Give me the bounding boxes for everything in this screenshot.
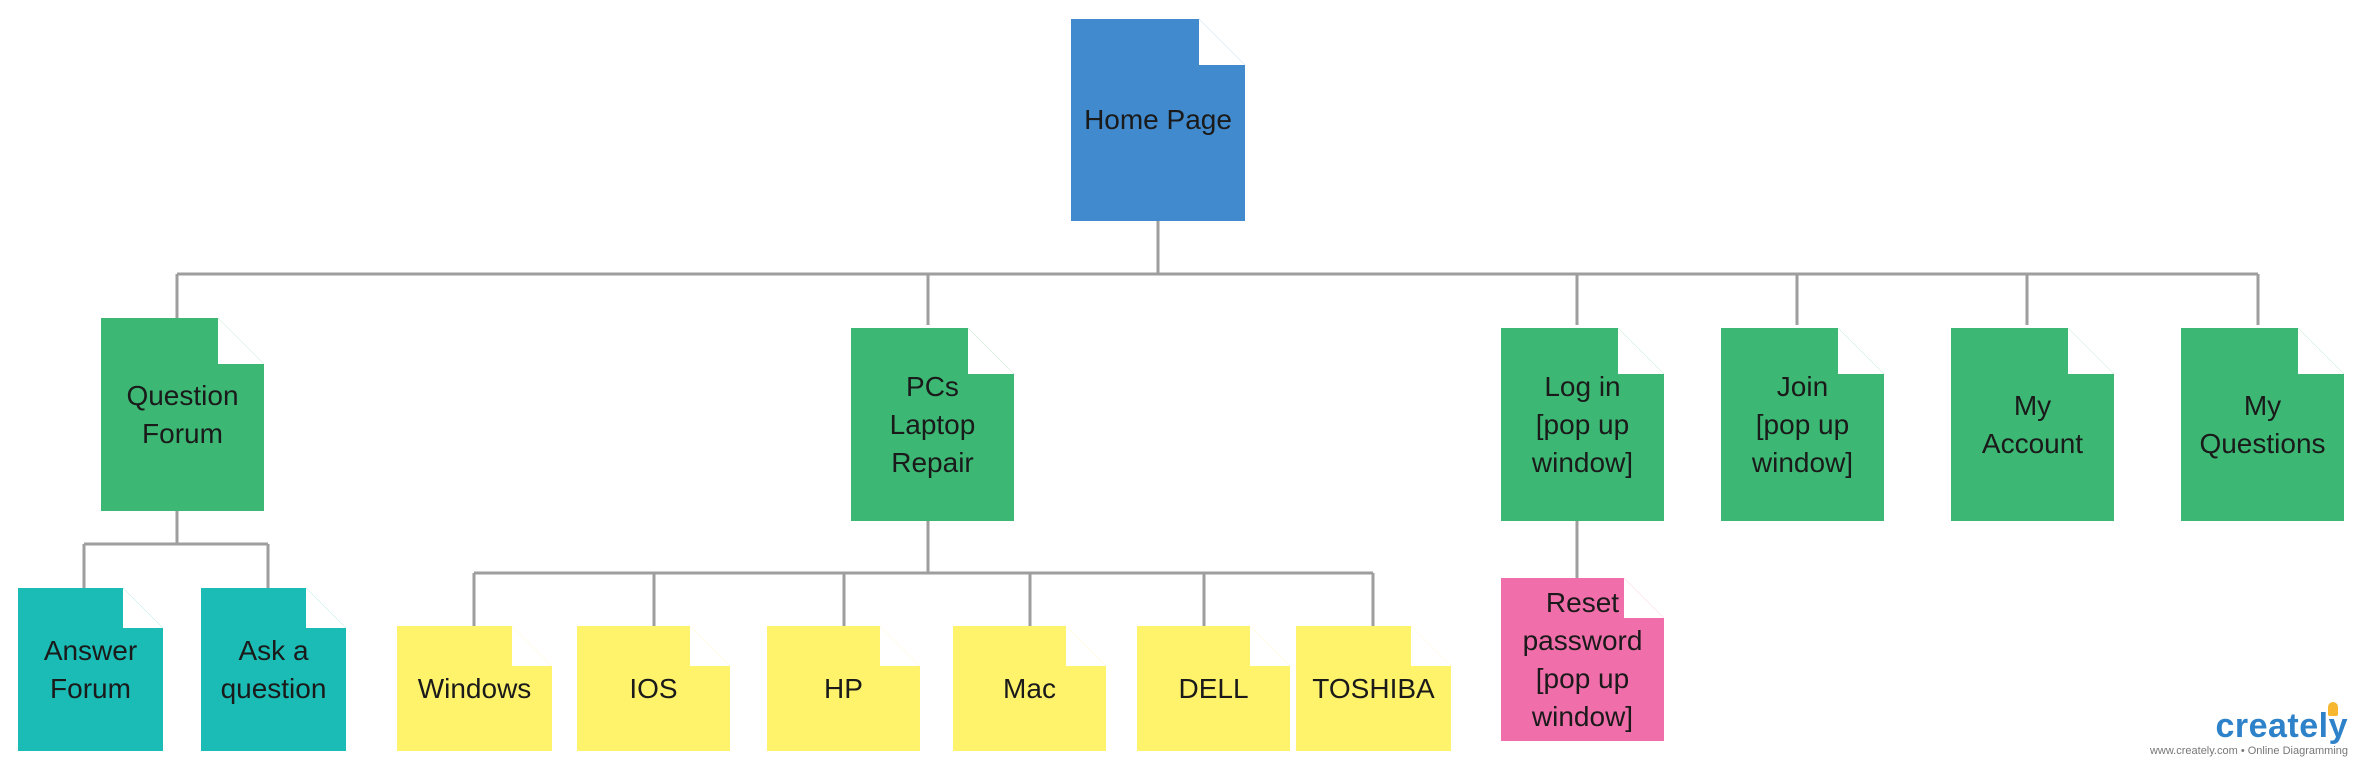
node-windows: Windows [397,626,552,751]
node-toshiba: TOSHIBA [1296,626,1451,751]
node-label: Ask a question [220,634,327,704]
brand-caption: www.creately.com • Online Diagramming [2149,745,2348,757]
node-label: Answer Forum [43,634,138,704]
node-label: HP [824,672,863,704]
node-label: PCs Laptop Repair [889,370,976,478]
node-label: Mac [1003,672,1056,704]
node-dell: DELL [1137,626,1290,751]
node-label: My Questions [2199,389,2326,459]
node-answer-forum: Answer Forum [18,588,163,751]
node-my-account: My Account [1951,328,2114,521]
node-label: Question Forum [126,379,239,449]
node-label: Log in [pop up window] [1531,370,1634,478]
node-log-in: Log in [pop up window] [1501,328,1664,521]
node-home-page: Home Page [1071,19,1245,221]
brand-name: creately [2215,707,2348,745]
node-label: Reset password [pop up window] [1522,586,1643,732]
lightbulb-icon [2328,702,2338,716]
node-label: TOSHIBA [1312,672,1435,704]
node-label: IOS [629,672,678,704]
node-label: DELL [1178,672,1249,704]
node-question-forum: Question Forum [101,318,264,511]
node-reset-password: Reset password [pop up window] [1501,578,1664,741]
node-hp: HP [767,626,920,751]
node-label: Join [pop up window] [1751,370,1854,478]
node-label: Windows [417,672,532,704]
node-ask-question: Ask a question [201,588,346,751]
node-my-questions: My Questions [2181,328,2344,521]
node-label: My Account [1981,389,2084,459]
node-mac: Mac [953,626,1106,751]
node-pcs-laptop-repair: PCs Laptop Repair [851,328,1014,521]
node-join: Join [pop up window] [1721,328,1884,521]
brand-logo: creately [2150,702,2348,745]
node-ios: IOS [577,626,730,751]
node-label: Home Page [1084,104,1232,135]
creately-watermark: creately www.creately.com • Online Diagr… [2149,702,2348,758]
